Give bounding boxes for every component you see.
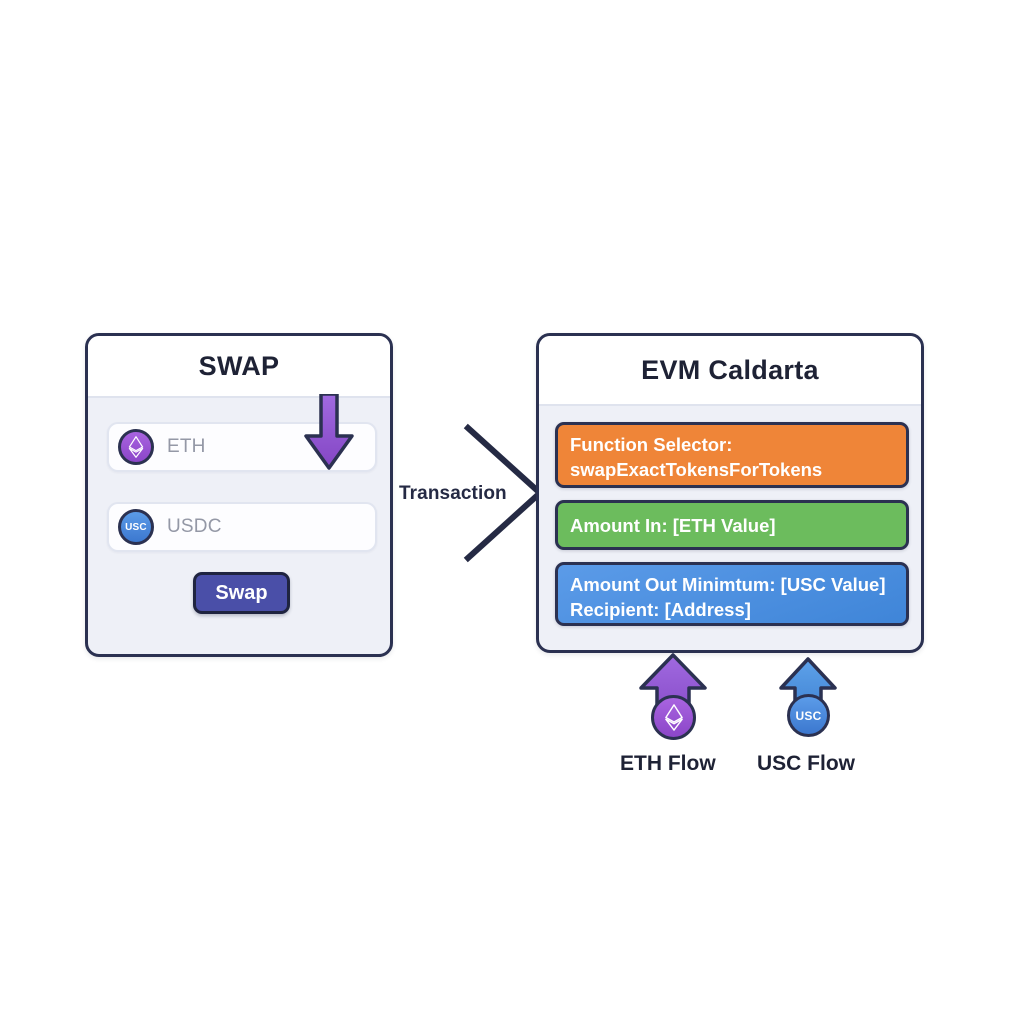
token-label-usdc: USDC xyxy=(167,516,222,537)
ethereum-diamond-icon xyxy=(651,695,696,740)
field-line: Amount Out Minimtum: [USC Value] xyxy=(570,574,886,595)
ethereum-glyph-svg xyxy=(664,704,683,731)
token-row-eth[interactable]: ETH xyxy=(107,422,377,472)
eth-flow-caption: ETH Flow xyxy=(620,752,716,775)
token-row-usdc[interactable]: USC USDC xyxy=(107,502,377,552)
swap-panel: SWAP ETH USC USDC xyxy=(85,333,393,657)
swap-panel-header: SWAP xyxy=(88,336,390,398)
field-line: Amount In: [ETH Value] xyxy=(570,514,776,536)
swap-panel-title: SWAP xyxy=(198,350,280,381)
field-amount-in: Amount In: [ETH Value] xyxy=(555,500,909,550)
usc-badge-text: USC xyxy=(125,521,147,533)
field-amount-out-recipient: Amount Out Minimtum: [USC Value] Recipie… xyxy=(555,562,909,626)
field-line: swapExactTokensForTokens xyxy=(570,459,823,480)
token-label-eth: ETH xyxy=(167,436,206,457)
evm-panel-body: Function Selector: swapExactTokensForTok… xyxy=(539,406,921,650)
eth-flow-marker xyxy=(637,652,709,740)
swap-button-label: Swap xyxy=(215,581,268,604)
usc-token-icon: USC xyxy=(787,694,830,737)
transaction-label: Transaction xyxy=(399,483,507,504)
evm-panel-header: EVM Caldarta xyxy=(539,336,921,406)
usc-badge-text: USC xyxy=(795,708,822,723)
evm-calldata-panel: EVM Caldarta Function Selector: swapExac… xyxy=(536,333,924,653)
field-function-selector: Function Selector: swapExactTokensForTok… xyxy=(555,422,909,488)
field-line: Function Selector: xyxy=(570,434,733,455)
evm-panel-title: EVM Caldarta xyxy=(641,354,819,385)
usc-token-icon: USC xyxy=(118,509,154,545)
swap-button[interactable]: Swap xyxy=(193,572,290,614)
usc-flow-caption: USC Flow xyxy=(757,752,855,775)
ethereum-diamond-icon xyxy=(118,429,154,465)
ethereum-glyph-svg xyxy=(128,436,144,458)
usc-flow-marker: USC xyxy=(777,656,839,737)
swap-panel-body: ETH USC USDC Swap xyxy=(88,394,390,654)
field-line: Recipient: [Address] xyxy=(570,599,751,620)
